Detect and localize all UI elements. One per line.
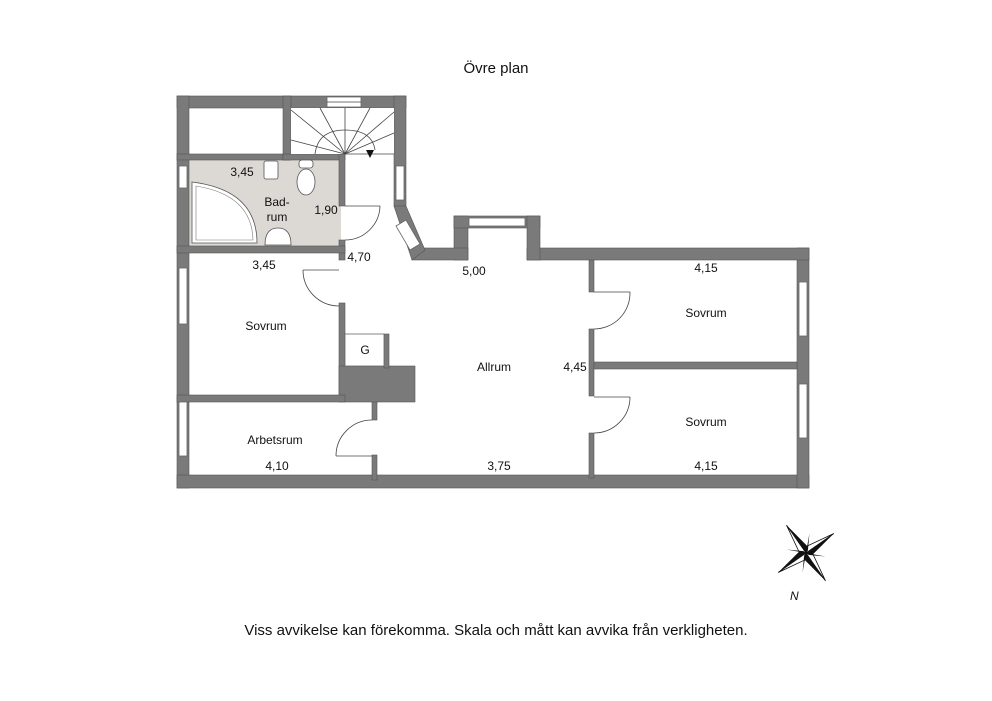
sovrum-right-bottom-label: Sovrum bbox=[685, 415, 726, 429]
storage-closet bbox=[344, 333, 385, 367]
arbetsrum-label: Arbetsrum bbox=[247, 433, 302, 447]
allrum-side-dim: 4,45 bbox=[563, 360, 587, 374]
bathroom-label-line2: rum bbox=[267, 210, 288, 224]
sovrum-right-top-label: Sovrum bbox=[685, 306, 726, 320]
corner-bathtub-icon bbox=[191, 181, 258, 244]
arbetsrum-dim: 4,10 bbox=[265, 459, 289, 473]
toilet-icon bbox=[296, 168, 316, 196]
compass-rose-icon bbox=[777, 524, 835, 582]
walls bbox=[176, 95, 810, 489]
bathroom-label-line1: Bad- bbox=[264, 195, 289, 209]
allrum-bottom-dim: 3,75 bbox=[487, 459, 511, 473]
disclaimer: Viss avvikelse kan förekomma. Skala och … bbox=[244, 622, 748, 639]
bathroom-fixtures bbox=[191, 159, 316, 246]
sovrum-left-label: Sovrum bbox=[245, 319, 286, 333]
compass-north-label: N bbox=[790, 589, 799, 603]
bidet-icon bbox=[263, 160, 279, 180]
stair-arrow-icon bbox=[366, 150, 374, 158]
allrum-top-dim: 5,00 bbox=[462, 264, 486, 278]
bathroom-width-dim: 3,45 bbox=[230, 165, 254, 179]
sovrum-right-bottom-dim: 4,15 bbox=[694, 459, 718, 473]
bathroom-depth-dim: 1,90 bbox=[314, 203, 338, 217]
doors bbox=[302, 205, 631, 457]
sovrum-left-dim: 3,45 bbox=[252, 258, 276, 272]
windows bbox=[178, 96, 808, 457]
plan-title: Övre plan bbox=[463, 60, 529, 77]
storage-label: G bbox=[360, 343, 369, 357]
hall-dim: 4,70 bbox=[347, 250, 371, 264]
allrum-label: Allrum bbox=[477, 360, 511, 374]
sovrum-right-top-dim: 4,15 bbox=[694, 261, 718, 275]
sink-icon bbox=[264, 227, 292, 246]
staircase bbox=[290, 107, 395, 158]
